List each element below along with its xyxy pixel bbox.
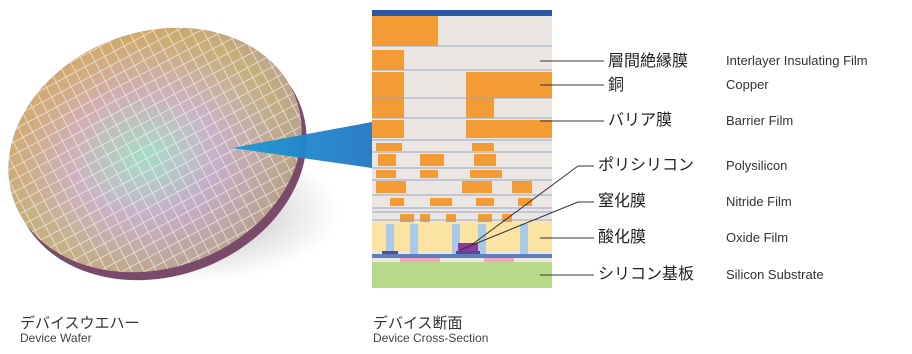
label-barrier-jp: バリア膜	[608, 110, 673, 129]
label-barrier-en: Barrier Film	[726, 113, 794, 128]
nitride-film	[456, 251, 480, 254]
label-nitride-jp: 窒化膜	[598, 191, 647, 210]
copper-block	[378, 154, 396, 166]
label-substrate-en: Silicon Substrate	[726, 267, 824, 282]
diffusion-region	[400, 255, 440, 263]
label-oxide-jp: 酸化膜	[598, 227, 647, 246]
zoom-callout	[232, 122, 372, 168]
cross-section-caption-jp: デバイス断面	[373, 314, 463, 332]
copper-block	[474, 154, 496, 166]
device-cross-section	[372, 10, 552, 288]
copper-block	[420, 154, 444, 166]
copper-block	[372, 98, 404, 118]
copper-block	[466, 98, 494, 118]
copper-block	[372, 72, 404, 98]
label-leaders	[459, 60, 604, 276]
wafer-caption-jp: デバイスウエハー	[20, 314, 140, 332]
copper-block	[400, 214, 414, 222]
contact-plug	[410, 224, 418, 254]
nitride-film	[382, 251, 398, 254]
contact-plug	[452, 224, 460, 254]
leader-line	[459, 201, 579, 251]
copper-block	[466, 72, 552, 98]
copper-block	[478, 214, 492, 222]
copper-block	[420, 170, 438, 178]
copper-block	[372, 120, 404, 138]
label-oxide-en: Oxide Film	[726, 230, 789, 245]
label-interlayer-jp: 層間絶縁膜	[608, 51, 689, 70]
copper-block	[390, 198, 404, 206]
copper-block	[372, 50, 404, 70]
silicon-substrate	[372, 262, 552, 288]
contact-plug	[386, 224, 394, 254]
copper-block	[472, 143, 494, 151]
copper-block	[518, 198, 532, 206]
device-wafer	[0, 0, 340, 313]
label-copper-en: Copper	[726, 77, 769, 92]
copper-block	[462, 181, 492, 193]
copper-block	[512, 181, 532, 193]
copper-block	[376, 143, 402, 151]
copper-block	[466, 120, 552, 138]
label-copper-jp: 銅	[608, 75, 625, 94]
copper-block	[372, 16, 438, 46]
copper-block	[376, 170, 396, 178]
contact-plug	[520, 224, 528, 254]
top-barrier-layer	[372, 10, 552, 16]
label-nitride-en: Nitride Film	[726, 194, 792, 209]
cross-section-caption-en: Device Cross-Section	[373, 331, 489, 345]
copper-block	[430, 198, 452, 206]
copper-block	[420, 214, 430, 222]
diffusion-region	[484, 255, 514, 263]
copper-block	[376, 181, 406, 193]
label-polysilicon-en: Polysilicon	[726, 158, 788, 173]
wafer-caption-en: Device Wafer	[20, 331, 92, 345]
isolation-layer	[372, 254, 552, 258]
label-substrate-jp: シリコン基板	[598, 264, 695, 283]
label-interlayer-en: Interlayer Insulating Film	[726, 53, 868, 68]
copper-block	[446, 214, 456, 222]
contact-plug	[478, 224, 486, 254]
leader-line	[469, 165, 579, 247]
label-polysilicon-jp: ポリシリコン	[598, 155, 695, 174]
copper-block	[470, 170, 502, 178]
copper-block	[476, 198, 494, 206]
